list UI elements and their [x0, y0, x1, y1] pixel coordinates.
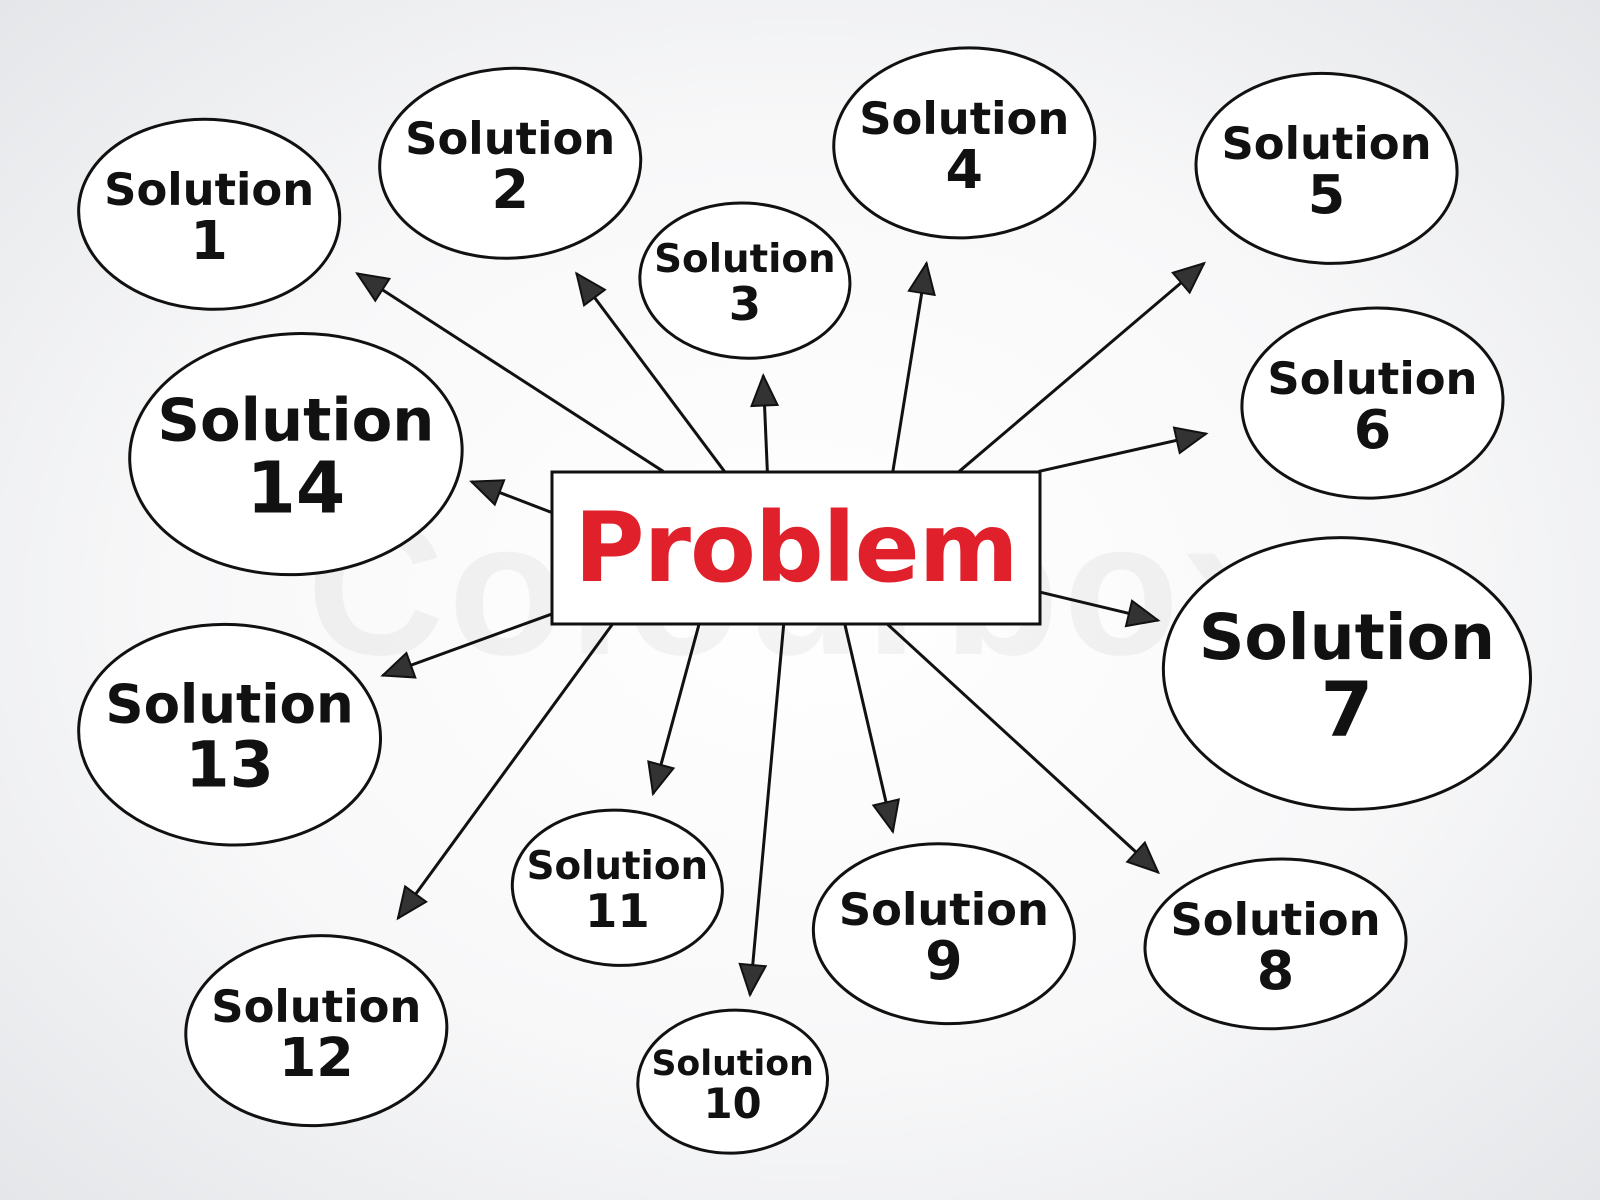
solution-word: Solution — [1198, 600, 1495, 675]
solution-number: 1 — [190, 209, 228, 273]
solution-14-bubble — [128, 332, 464, 577]
arrowhead-icon — [647, 760, 676, 797]
arrow-to-solution-4 — [891, 263, 929, 472]
arrow-to-solution-8 — [886, 623, 1160, 874]
arrow-to-solution-5 — [958, 262, 1206, 473]
solution-4-bubble — [832, 46, 1097, 240]
arrowhead-icon — [750, 372, 780, 408]
solution-number: 11 — [584, 884, 650, 939]
arrowhead-icon — [380, 651, 417, 679]
solution-11-bubble — [510, 808, 724, 967]
solution-word: Solution — [838, 882, 1049, 936]
solution-number: 12 — [278, 1025, 354, 1089]
solution-1-bubble — [77, 117, 342, 311]
solution-number: 13 — [185, 729, 274, 804]
arrow-to-solution-12 — [396, 623, 614, 920]
solution-word: Solution — [859, 92, 1070, 145]
arrow-to-solution-10 — [748, 624, 786, 996]
arrowhead-icon — [355, 272, 392, 303]
solution-word: Solution — [104, 163, 315, 217]
solution-word: Solution — [1221, 117, 1432, 171]
solution-2-bubble — [378, 66, 643, 260]
solution-word: Solution — [157, 385, 435, 455]
solution-8-bubble — [1143, 857, 1408, 1031]
solution-number: 9 — [925, 928, 963, 992]
solution-number: 2 — [491, 158, 529, 222]
solution-number: 7 — [1320, 665, 1374, 754]
solution-number: 14 — [246, 446, 346, 530]
arrowhead-icon — [396, 884, 428, 921]
solution-word: Solution — [1267, 352, 1478, 406]
solution-12-bubble — [184, 934, 449, 1128]
solution-word: Solution — [211, 979, 422, 1033]
solution-word: Solution — [1170, 893, 1381, 947]
problem-box — [550, 470, 1042, 626]
solution-number: 10 — [703, 1078, 762, 1128]
solution-3-bubble — [638, 201, 852, 360]
solution-word: Solution — [654, 236, 836, 282]
solution-word: Solution — [405, 112, 616, 166]
solution-number: 3 — [728, 277, 762, 332]
solution-word: Solution — [105, 673, 354, 736]
solution-5-bubble — [1194, 71, 1459, 265]
solution-number: 4 — [945, 138, 984, 202]
solution-word: Solution — [651, 1043, 814, 1084]
solution-10-bubble — [636, 1008, 829, 1155]
arrowhead-icon — [1125, 840, 1161, 875]
solution-9-bubble — [811, 842, 1076, 1026]
arrowhead-icon — [1124, 599, 1161, 628]
arrowhead-icon — [1171, 261, 1206, 295]
arrowhead-icon — [469, 479, 506, 507]
solution-7-bubble — [1161, 536, 1532, 811]
arrowhead-icon — [871, 798, 901, 835]
solution-number: 6 — [1353, 398, 1392, 462]
solution-word: Solution — [526, 843, 709, 889]
arrowhead-icon — [575, 271, 607, 307]
solution-number: 5 — [1307, 163, 1346, 227]
solution-13-bubble — [77, 622, 383, 847]
arrowhead-icon — [1172, 426, 1209, 455]
problem-label: Problem — [574, 492, 1018, 604]
solution-number: 8 — [1256, 939, 1295, 1003]
arrow-to-solution-9 — [843, 624, 895, 832]
arrow-to-solution-2 — [575, 272, 726, 473]
arrowhead-icon — [907, 260, 936, 297]
arrowhead-icon — [738, 962, 768, 998]
arrow-to-solution-1 — [356, 272, 665, 473]
solution-6-bubble — [1240, 306, 1505, 500]
